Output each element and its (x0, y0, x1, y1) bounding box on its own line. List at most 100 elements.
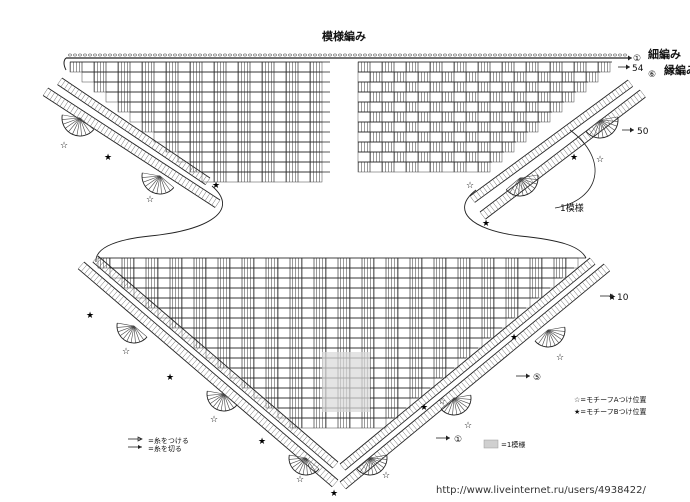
lower-right-band-inner-stitch (342, 461, 349, 468)
lower-left-band-stitch (120, 298, 128, 306)
lower-left-band-inner-stitch (305, 438, 311, 445)
lower-left-band-inner-stitch (268, 407, 275, 414)
lower-right-fan-spoke (453, 397, 469, 408)
upper-right-block (381, 111, 395, 123)
upper-right-band-stitch (524, 177, 531, 186)
lower-left-band-inner-stitch (201, 349, 208, 357)
lower-block (217, 297, 231, 309)
lower-left-band-inner-stitch (329, 459, 336, 466)
lower-block (361, 287, 375, 299)
chain-stitch (307, 53, 313, 57)
lower-left-band-stitch (224, 387, 232, 396)
lower-block (373, 317, 387, 329)
upper-right-band-stitch (479, 211, 486, 220)
lower-left-band-inner-stitch (177, 328, 184, 336)
lower-left-band-inner-stitch (162, 315, 169, 323)
lower-right-band-stitch (597, 268, 604, 277)
lower-block (373, 287, 387, 299)
lower-block (397, 277, 411, 289)
upper-left-block (141, 71, 155, 83)
lower-right-band-inner-stitch (583, 262, 590, 270)
motif-a-star-icon: ☆ (122, 347, 130, 357)
lower-block (277, 387, 291, 399)
upper-right-block (393, 91, 407, 103)
upper-right-band-inner-stitch (498, 174, 504, 182)
lower-block (181, 267, 195, 279)
one-pattern-swatch (483, 439, 499, 449)
upper-left-block (249, 141, 263, 153)
upper-left-band-stitch (69, 105, 76, 114)
upper-right-band-stitch (614, 109, 621, 117)
lower-right-band-inner-stitch (561, 281, 568, 288)
upper-left-band-inner-stitch (64, 82, 69, 90)
upper-right-fan-spoke (599, 119, 615, 131)
lower-block (421, 287, 435, 299)
upper-right-block (489, 71, 503, 83)
upper-left-band-inner-stitch (164, 150, 170, 158)
upper-left-band-stitch (83, 114, 89, 123)
chain-stitch (67, 53, 73, 57)
upper-right-block (405, 71, 419, 83)
lower-block (493, 277, 507, 289)
arrow-row-50-head (630, 127, 634, 133)
lower-left-band-inner-stitch (192, 341, 199, 349)
lower-right-band-stitch (464, 379, 471, 387)
chain-stitch (72, 53, 78, 57)
lower-block (373, 337, 387, 349)
upper-left-band-inner-stitch (148, 139, 154, 147)
upper-right-band-inner-stitch (618, 86, 624, 94)
cut-yarn-arrow-icon (138, 445, 142, 449)
upper-left-fan-spoke (65, 117, 81, 129)
upper-right-block (537, 101, 551, 113)
lower-right-band-stitch (346, 476, 353, 484)
upper-right-block (405, 111, 419, 123)
upper-right-block (429, 81, 443, 93)
upper-left-block (201, 151, 215, 163)
upper-left-block (105, 91, 119, 103)
row-label-50: 50 (637, 127, 649, 137)
upper-right-block (405, 151, 419, 163)
upper-left-block (177, 121, 191, 133)
upper-right-band-stitch (575, 138, 582, 147)
lower-block (313, 277, 327, 289)
chain-stitch (432, 53, 438, 57)
lower-block (445, 267, 459, 279)
lower-left-band-inner-stitch (119, 279, 126, 286)
upper-right-block (501, 71, 515, 83)
lower-right-band-inner-stitch (352, 453, 358, 461)
lower-left-band-edge-b (77, 268, 333, 488)
lower-left-fan-spoke (133, 325, 136, 343)
lower-left-band-inner-stitch (174, 326, 181, 333)
upper-left-block (309, 131, 323, 143)
upper-left-block (237, 151, 251, 163)
upper-left-band-stitch (42, 87, 49, 96)
chain-stitch (152, 53, 158, 57)
upper-right-block (429, 131, 443, 143)
lower-right-band-stitch (600, 266, 607, 274)
lower-block (505, 277, 519, 289)
lower-block (301, 407, 315, 419)
upper-right-band-stitch (537, 167, 544, 176)
upper-left-block (273, 61, 287, 73)
legend-motif-a: ☆=モチーフAつけ位置 (574, 396, 647, 404)
upper-left-block (117, 61, 131, 73)
upper-right-band-inner-stitch (492, 179, 498, 187)
lower-right-fan-spoke (369, 457, 382, 472)
lower-left-band-stitch (209, 374, 216, 382)
lower-block (241, 277, 255, 289)
lower-left-band-inner-stitch (186, 336, 193, 344)
upper-left-block (141, 121, 155, 133)
upper-left-fan-arc (61, 114, 95, 137)
lower-left-band-stitch (105, 285, 112, 293)
lower-right-band-inner-stitch (355, 450, 361, 458)
upper-left-band-stitch (117, 136, 123, 144)
upper-right-block (357, 141, 371, 153)
chain-stitch (512, 53, 518, 57)
lower-left-band-stitch (191, 359, 198, 367)
lower-right-fan-spoke (356, 457, 371, 470)
lower-block (469, 257, 483, 269)
upper-left-block (309, 91, 323, 103)
lower-block (433, 277, 447, 289)
lower-block (361, 257, 375, 269)
lower-block (337, 327, 351, 339)
